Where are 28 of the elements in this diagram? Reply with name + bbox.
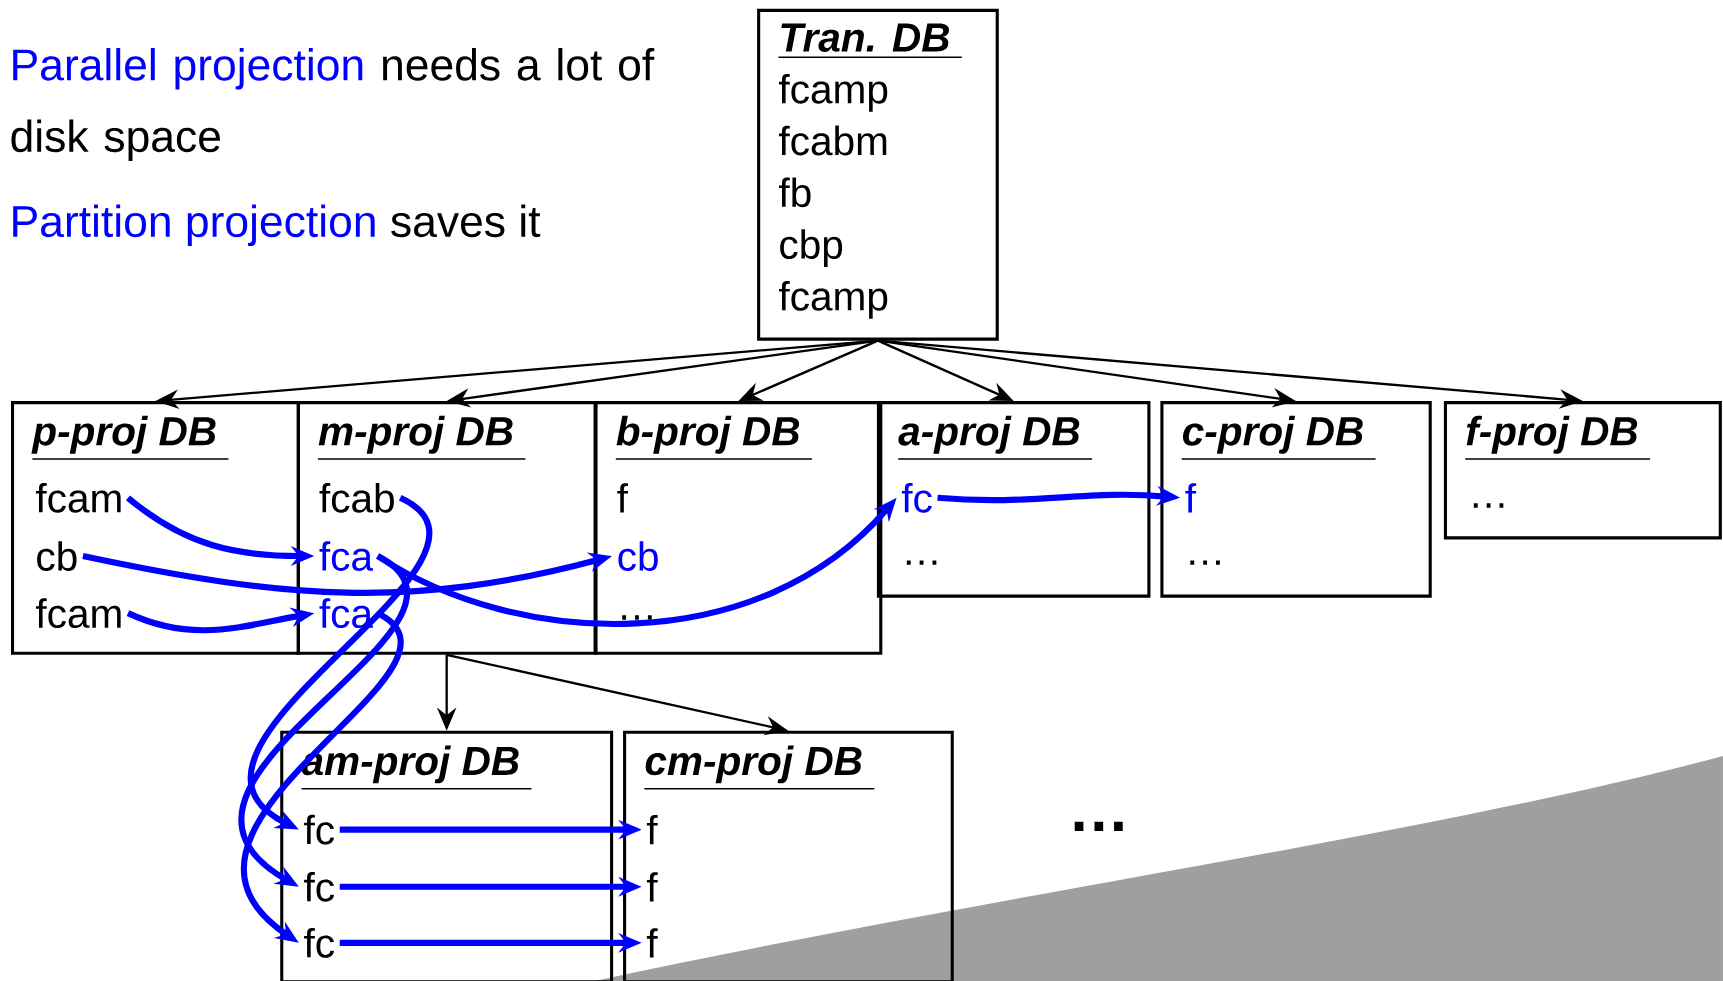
itemset-text: f [1185,483,1197,513]
ellipsis: … [1074,821,1123,831]
itemset-text: fca [319,541,373,571]
itemset-text: f [646,872,658,902]
itemset-text: fcam [35,482,121,513]
arrow [247,495,432,830]
itemset-text: fc [901,482,932,513]
itemset-text: … [1190,560,1220,565]
itemset-text: … [622,615,652,620]
itemset-text: fc [304,814,334,845]
itemset-text: fc [304,871,334,902]
itemset-text: f [617,483,629,513]
itemset-text: cb [618,541,658,571]
itemset-text: fca [319,598,373,628]
itemset-text: f [646,928,658,958]
label: needs a lot of [383,47,655,81]
label: disk space [11,119,220,161]
itemset-text: … [906,560,937,565]
arrow [238,553,410,887]
database-box: Tran. DB fcamp fcabm fb cbp fcamp [757,8,999,341]
itemset-text: fc [304,927,334,958]
itemset-text: fcab [319,482,394,513]
itemset-text: f [646,814,658,845]
itemset-text: … [1473,503,1504,508]
itemset-text: fcam [35,598,121,628]
label: Parallel projection [13,47,363,90]
note-text: Partition projection saves it [13,204,541,246]
itemset-text: cb [37,541,77,571]
